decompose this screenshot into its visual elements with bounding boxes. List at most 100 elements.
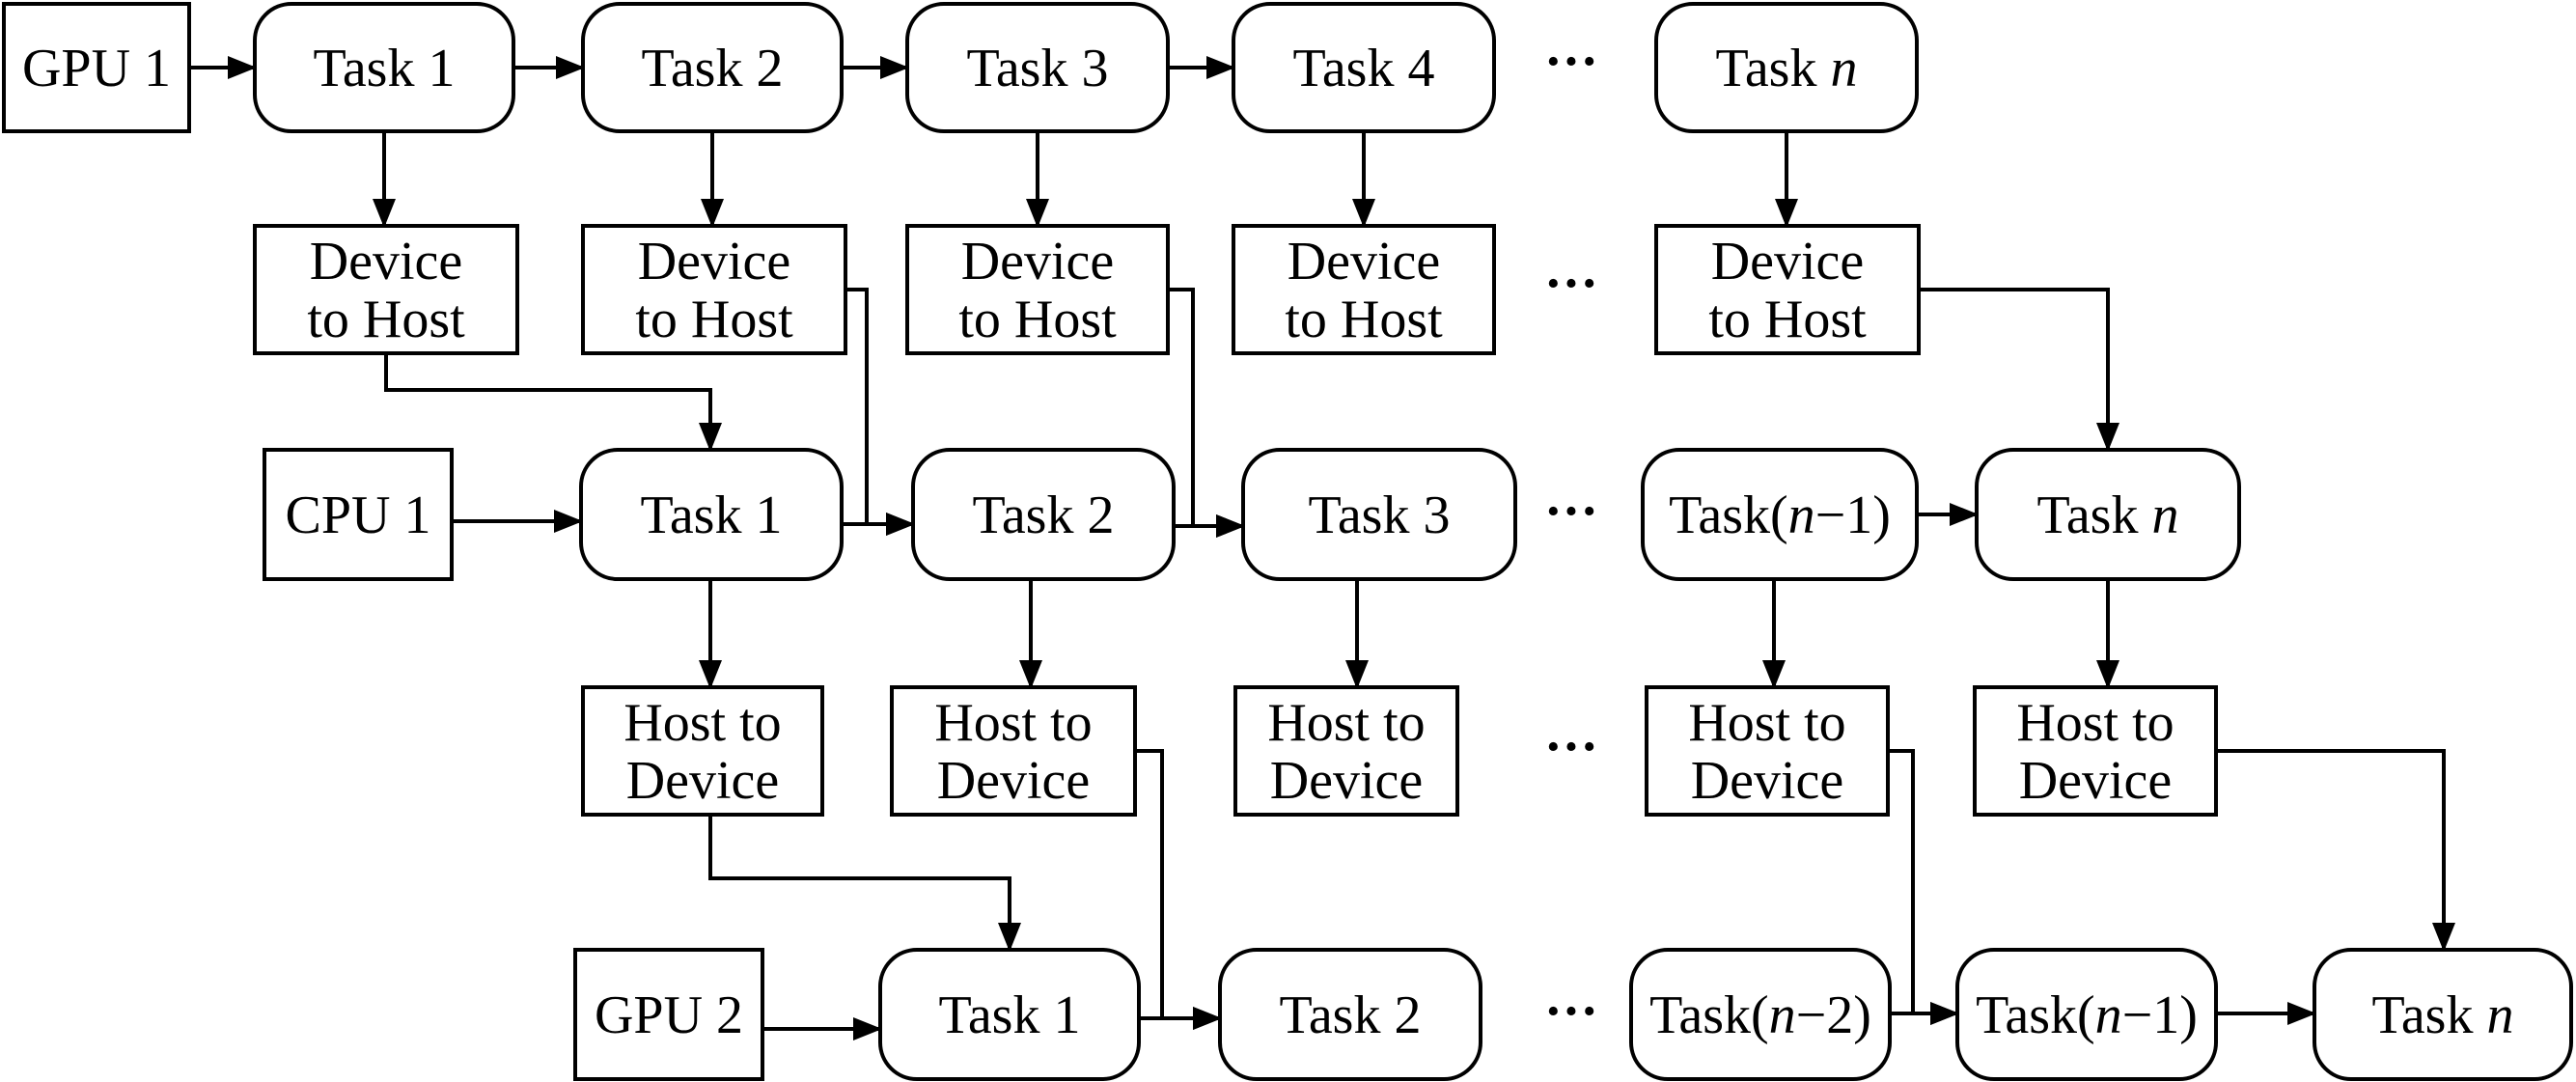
device-to-host-3-shape bbox=[905, 224, 1170, 355]
cpu1-task-4-label: Task(n−1) bbox=[1669, 486, 1891, 545]
gpu2-label-box-label: GPU 2 bbox=[595, 985, 743, 1045]
cpu1-task-5-label-part: n bbox=[2151, 486, 2178, 545]
device-to-host-1-label: to Host bbox=[307, 290, 465, 349]
gpu2-task-2: Task 2 bbox=[1218, 948, 1482, 1081]
cpu1-task-1: Task 1 bbox=[579, 448, 844, 581]
cpu1-task-4-label-part: −1) bbox=[1815, 486, 1891, 545]
gpu2-task-4-label-part: n bbox=[2095, 985, 2122, 1045]
gpu1-task-5-shape bbox=[1654, 2, 1919, 133]
gpu2-task-5-label-part: Task bbox=[2372, 985, 2487, 1045]
host-to-device-4-label: Host to bbox=[1688, 693, 1845, 753]
host-to-device-4-label: Device bbox=[1691, 751, 1844, 811]
cpu1-task-5-label-part: Task bbox=[2037, 486, 2152, 545]
device-to-host-3-label: to Host bbox=[958, 290, 1117, 349]
gpu1-task-4-label-part: Task 4 bbox=[1293, 39, 1435, 98]
cpu1-label-box: CPU 1 bbox=[263, 448, 454, 581]
device-to-host-5-label: Device bbox=[1711, 232, 1865, 291]
cpu1-task-1-label: Task 1 bbox=[641, 486, 783, 545]
gpu2-task-5-label-part: n bbox=[2486, 985, 2513, 1045]
device-to-host-3-label: Device bbox=[961, 232, 1115, 291]
cpu1-task-2-shape bbox=[911, 448, 1176, 581]
cpu1-task-2-label-part: Task 2 bbox=[973, 486, 1115, 545]
gpu2-label-box-shape bbox=[573, 948, 764, 1081]
ellipsis-row3: ··· bbox=[1544, 482, 1598, 541]
cpu1-task-3: Task 3 bbox=[1241, 448, 1517, 581]
gpu1-label-box: GPU 1 bbox=[2, 2, 191, 133]
gpu2-task-4-label: Task(n−1) bbox=[1976, 985, 2198, 1045]
ellipsis-row2: ··· bbox=[1544, 254, 1598, 314]
edge-h2d-4-to-gpu2-taskn1 bbox=[1888, 749, 1959, 1025]
gpu2-task-1-label-part: Task 1 bbox=[939, 985, 1081, 1045]
host-to-device-1-label: Device bbox=[626, 751, 780, 811]
device-to-host-5-label: to Host bbox=[1708, 290, 1867, 349]
edge-d2h-2-to-cpu-task2 bbox=[845, 288, 915, 536]
gpu1-task-5-label-part: Task bbox=[1716, 39, 1831, 98]
gpu2-task-3-label-part: Task( bbox=[1649, 985, 1769, 1045]
cpu1-label-box-label: CPU 1 bbox=[286, 486, 431, 545]
ellipsis-row5: ··· bbox=[1544, 982, 1598, 1041]
gpu2-task-3-label-part: −2) bbox=[1796, 985, 1871, 1045]
host-to-device-3-shape bbox=[1233, 685, 1459, 817]
gpu1-task-3-label-part: Task 3 bbox=[967, 39, 1109, 98]
cpu1-task-4-label-part: Task( bbox=[1669, 486, 1788, 545]
edge-h2d-2-to-gpu2-task2 bbox=[1135, 749, 1222, 1030]
cpu1-label-box-shape bbox=[263, 448, 454, 581]
gpu1-task-2: Task 2 bbox=[581, 2, 844, 133]
gpu2-task-3-shape bbox=[1629, 948, 1892, 1081]
gpu2-task-2-label-part: Task 2 bbox=[1280, 985, 1422, 1045]
device-to-host-1-shape bbox=[253, 224, 519, 355]
cpu1-task-2-label: Task 2 bbox=[973, 486, 1115, 545]
gpu1-task-1: Task 1 bbox=[253, 2, 515, 133]
edge-d2h-1-to-cpu-task1 bbox=[384, 353, 722, 452]
device-to-host-4-label: Device bbox=[1288, 232, 1441, 291]
gpu1-task-5-label-part: n bbox=[1830, 39, 1857, 98]
gpu1-task-3-shape bbox=[905, 2, 1170, 133]
gpu2-task-1: Task 1 bbox=[878, 948, 1141, 1081]
gpu2-task-3-label: Task(n−2) bbox=[1649, 985, 1871, 1045]
gpu1-label-box-label: GPU 1 bbox=[22, 39, 171, 98]
cpu1-task-2: Task 2 bbox=[911, 448, 1176, 581]
gpu2-task-3-label-part: n bbox=[1769, 985, 1796, 1045]
gpu2-task-1-label: Task 1 bbox=[939, 985, 1081, 1045]
host-to-device-5-shape bbox=[1973, 685, 2218, 817]
gpu2-task-1-shape bbox=[878, 948, 1141, 1081]
device-to-host-2-label: to Host bbox=[635, 290, 793, 349]
cpu1-task-5-label: Task n bbox=[2037, 486, 2179, 545]
cpu1-task-3-label-part: Task 3 bbox=[1309, 486, 1451, 545]
gpu2-task-2-shape bbox=[1218, 948, 1482, 1081]
host-to-device-5-label: Device bbox=[2019, 751, 2173, 811]
gpu1-label-box-shape bbox=[2, 2, 191, 133]
cpu1-task-4-shape bbox=[1641, 448, 1919, 581]
gpu2-task-5-label: Task n bbox=[2372, 985, 2514, 1045]
gpu2-task-5-shape bbox=[2313, 948, 2573, 1081]
gpu2-task-4-label-part: −1) bbox=[2122, 985, 2198, 1045]
cpu1-task-5: Task n bbox=[1975, 448, 2241, 581]
gpu1-task-4: Task 4 bbox=[1232, 2, 1496, 133]
cpu1-task-4: Task(n−1) bbox=[1641, 448, 1919, 581]
cpu1-task-5-shape bbox=[1975, 448, 2241, 581]
gpu1-task-4-shape bbox=[1232, 2, 1496, 133]
gpu1-task-5: Task n bbox=[1654, 2, 1919, 133]
device-to-host-2-shape bbox=[581, 224, 847, 355]
cpu1-task-3-shape bbox=[1241, 448, 1517, 581]
gpu1-task-1-shape bbox=[253, 2, 515, 133]
cpu1-task-1-shape bbox=[579, 448, 844, 581]
host-to-device-3-label: Host to bbox=[1267, 693, 1425, 753]
gpu1-task-4-label: Task 4 bbox=[1293, 39, 1435, 98]
host-to-device-2-label: Device bbox=[937, 751, 1091, 811]
gpu2-task-5: Task n bbox=[2313, 948, 2573, 1081]
gpu1-task-5-label: Task n bbox=[1716, 39, 1858, 98]
gpu2-label-box: GPU 2 bbox=[573, 948, 764, 1081]
host-to-device-4-shape bbox=[1645, 685, 1890, 817]
gpu1-task-2-shape bbox=[581, 2, 844, 133]
